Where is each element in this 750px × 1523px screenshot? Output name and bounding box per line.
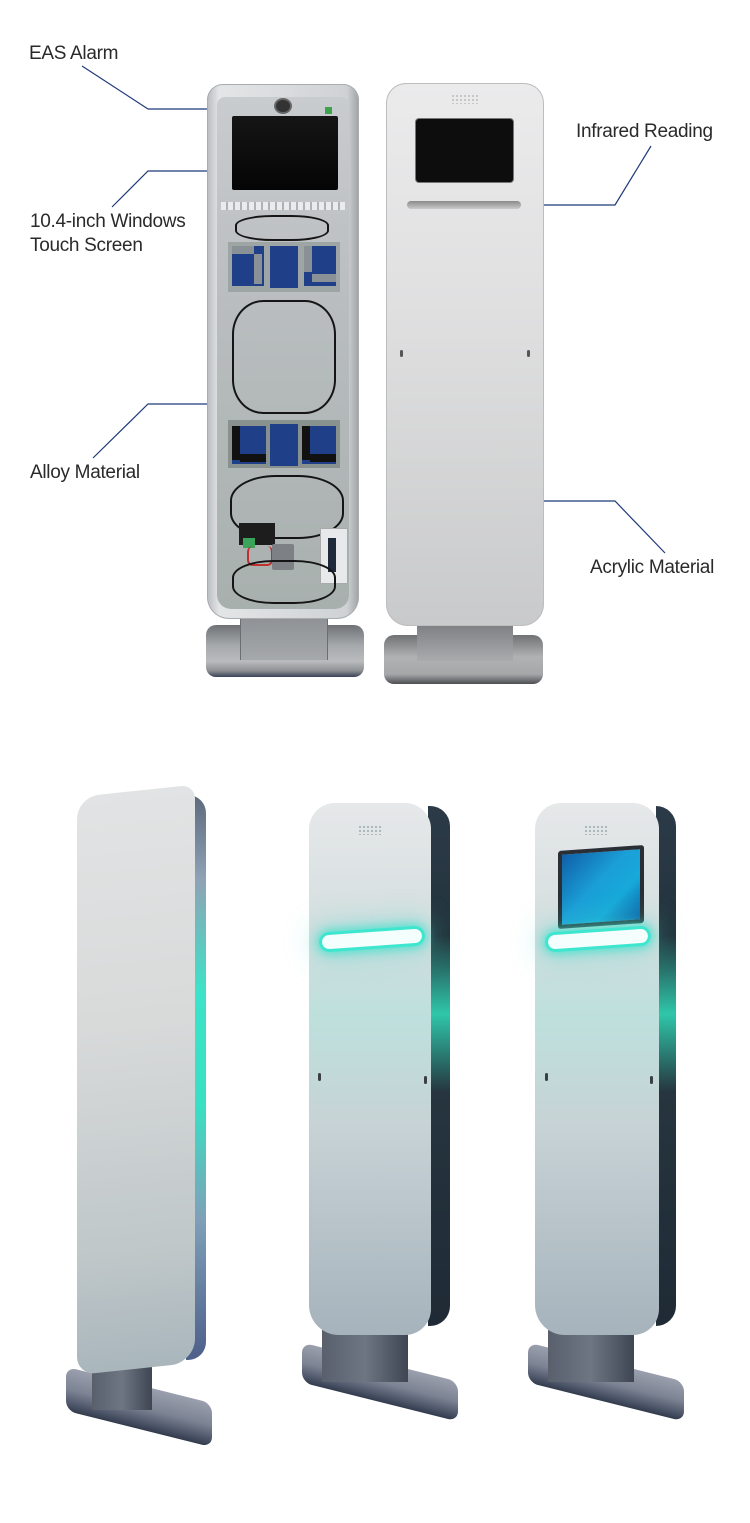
- stand-lightbar-panel: [309, 803, 431, 1335]
- cable-bundle: [235, 215, 329, 241]
- stand-lightbar-neck: [322, 1330, 408, 1382]
- label-acrylic-material: Acrylic Material: [590, 557, 714, 578]
- infrared-reading-slot: [407, 201, 521, 209]
- label-touch-screen-line1: 10.4-inch Windows: [30, 211, 186, 232]
- cable-bundle-bottom: [232, 560, 336, 604]
- stand-screen-neck: [548, 1330, 634, 1382]
- callout-lines: [81, 65, 666, 554]
- label-infrared-reading: Infrared Reading: [576, 121, 713, 142]
- eas-alarm-buzzer-icon: [276, 100, 290, 112]
- stand-lightbar-edge: [428, 806, 450, 1326]
- mount-hole-left: [318, 1073, 321, 1081]
- mount-hole-right: [650, 1076, 653, 1084]
- label-eas-alarm: EAS Alarm: [29, 43, 119, 64]
- reader-window: [328, 538, 336, 572]
- antenna-plate-lower: [228, 420, 340, 468]
- cable-bundle-lower: [230, 475, 344, 539]
- label-touch-screen-line2: Touch Screen: [30, 235, 143, 256]
- touch-screen-module: [232, 116, 338, 190]
- mount-hole-left: [545, 1073, 548, 1081]
- cable-loop: [232, 300, 336, 414]
- power-supply: [272, 544, 294, 570]
- open-cabinet-neck-front: [240, 618, 328, 660]
- mount-hole-left: [400, 350, 403, 357]
- windows-touch-screen[interactable]: [558, 844, 644, 930]
- cable-rail: [221, 202, 345, 210]
- speaker-grille-icon: [451, 94, 479, 104]
- green-connector: [243, 538, 255, 548]
- touch-screen-display: [416, 119, 513, 182]
- stand-screen-edge: [656, 806, 676, 1326]
- stand-plain-panel: [77, 784, 195, 1375]
- mount-hole-right: [527, 350, 530, 357]
- label-alloy-material: Alloy Material: [30, 462, 140, 483]
- terminal-block: [325, 107, 332, 114]
- speaker-grille-icon: [358, 825, 382, 835]
- speaker-grille-icon: [584, 825, 608, 835]
- closed-cabinet-neck: [417, 625, 513, 661]
- mount-hole-right: [424, 1076, 427, 1084]
- antenna-plate-upper: [228, 242, 340, 292]
